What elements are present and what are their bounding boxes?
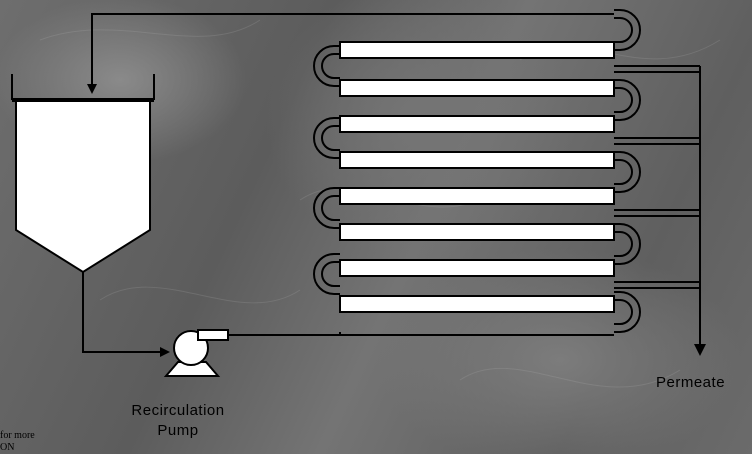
return-arrowhead bbox=[87, 84, 97, 94]
pump-inlet-arrowhead bbox=[160, 347, 170, 357]
membrane-modules bbox=[339, 41, 615, 313]
return-line bbox=[91, 13, 614, 90]
right-u-bends bbox=[614, 9, 641, 333]
permeate-header bbox=[614, 65, 701, 346]
cutoff-text-line1: for more bbox=[0, 430, 35, 441]
pump-label-line2: Pump bbox=[157, 422, 199, 439]
permeate-label: Permeate bbox=[656, 374, 726, 391]
pump-label-line1: Recirculation bbox=[131, 402, 225, 419]
recirculation-pump bbox=[163, 329, 229, 377]
tank-outlet-line bbox=[82, 272, 164, 353]
left-u-bends bbox=[313, 45, 340, 295]
feed-tank bbox=[11, 74, 155, 274]
cutoff-text-line2: ON bbox=[0, 442, 15, 453]
permeate-arrowhead bbox=[694, 344, 706, 356]
